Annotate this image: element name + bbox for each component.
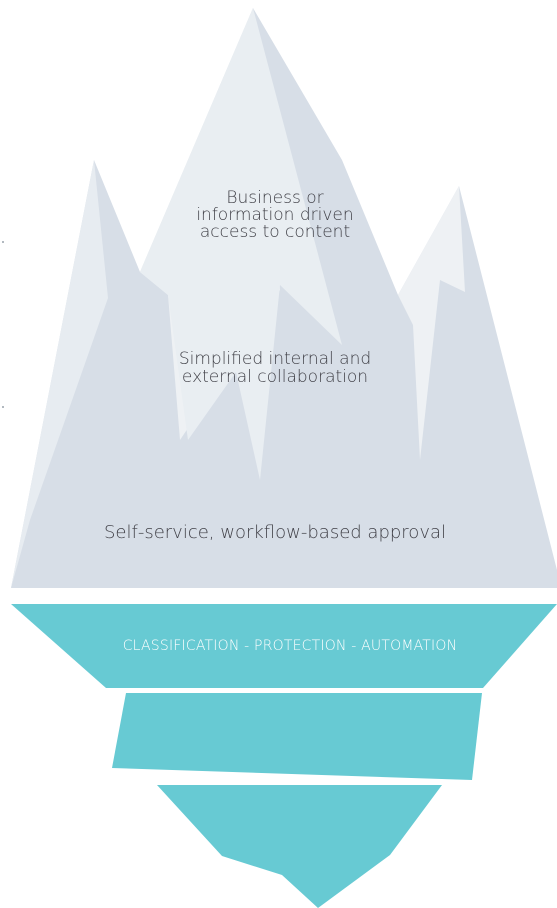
underwater-layer-3: [157, 785, 442, 908]
label-classification-protection-automation: CLASSIFICATION - PROTECTION - AUTOMATION: [122, 638, 458, 654]
waterline: [0, 588, 557, 604]
label-self-service: Self-service, workflow-based approval: [103, 522, 447, 543]
label-business-access: Business or information driven access to…: [196, 188, 354, 242]
edge-dot-upper: [2, 241, 4, 243]
iceberg-face-left: [11, 160, 108, 588]
underwater-layer-1: [11, 604, 557, 688]
iceberg-face-right: [398, 186, 465, 460]
edge-dot-lower: [2, 406, 4, 408]
label-collaboration: Simplified internal and external collabo…: [178, 349, 372, 387]
iceberg-face-center: [140, 8, 342, 480]
underwater-layer-2: [112, 693, 482, 780]
